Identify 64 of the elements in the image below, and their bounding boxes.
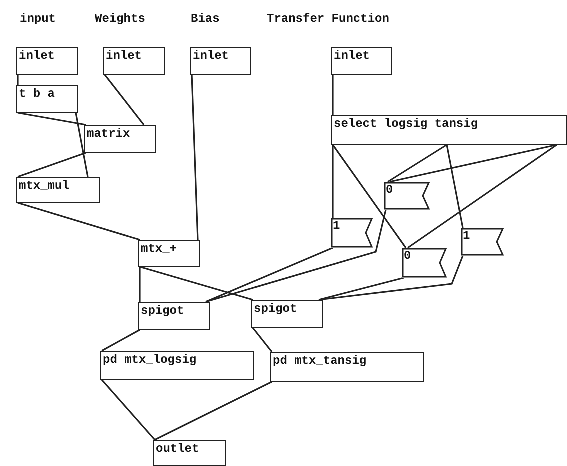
patch-cord (102, 329, 140, 352)
patch-cord (332, 145, 334, 218)
patch-cord (139, 267, 141, 302)
patch-cord (18, 112, 86, 126)
object-box (153, 440, 226, 466)
patch-cord (318, 256, 464, 301)
object-label: outlet (156, 442, 200, 456)
patch-cord (206, 210, 387, 303)
patch-cord (75, 112, 89, 178)
object-box (16, 85, 78, 113)
object-label: pd mtx_tansig (273, 354, 367, 368)
object-label: select logsig tansig (334, 117, 478, 131)
column-heading: Transfer Function (267, 12, 390, 26)
message-box (384, 182, 430, 210)
object-label: inlet (334, 49, 370, 63)
object-label: t b a (19, 87, 56, 101)
column-heading: Bias (191, 12, 220, 26)
object-label: inlet (193, 49, 230, 63)
patch-cord (17, 75, 19, 85)
message-value: 0 (404, 249, 412, 263)
patch-cord (446, 144, 464, 228)
object-label: mtx_+ (141, 242, 178, 256)
object-box (16, 47, 78, 75)
object-box (270, 352, 424, 382)
message-box (402, 248, 447, 278)
message-box (461, 228, 504, 256)
object-box (331, 115, 567, 145)
patch-cord (388, 144, 448, 183)
patch-cord (332, 75, 334, 115)
object-box (16, 177, 100, 203)
patch-cord (18, 202, 140, 241)
patch-cord (140, 266, 254, 301)
patch-cord (206, 247, 334, 303)
object-label: spigot (141, 304, 184, 318)
patch-cord (101, 379, 156, 441)
object-box (84, 125, 156, 153)
object-box (190, 47, 251, 75)
message-value: 1 (463, 229, 470, 243)
object-box (138, 302, 210, 330)
patch-cord (332, 144, 407, 248)
column-heading: input (20, 12, 56, 26)
column-heading: Weights (95, 12, 146, 26)
object-box (251, 300, 323, 328)
patch-cord (18, 152, 86, 178)
object-label: inlet (106, 49, 142, 63)
object-label: mtx_mul (19, 179, 70, 193)
object-box (138, 240, 200, 267)
message-value: 1 (333, 219, 340, 233)
object-label: inlet (19, 49, 56, 63)
patch-cord (154, 381, 272, 441)
object-label: pd mtx_logsig (103, 353, 197, 367)
patch-cord (408, 144, 558, 249)
object-box (100, 351, 254, 380)
patch-cord (104, 74, 145, 126)
patch-cord (390, 144, 558, 183)
object-label: spigot (254, 302, 298, 316)
message-box (331, 218, 373, 248)
object-label: matrix (87, 127, 130, 141)
object-box (331, 47, 392, 75)
patch-cord (252, 328, 273, 352)
patch-cord (318, 277, 404, 301)
message-value: 0 (386, 183, 394, 197)
object-box (103, 47, 165, 75)
patch-cord (191, 74, 199, 240)
